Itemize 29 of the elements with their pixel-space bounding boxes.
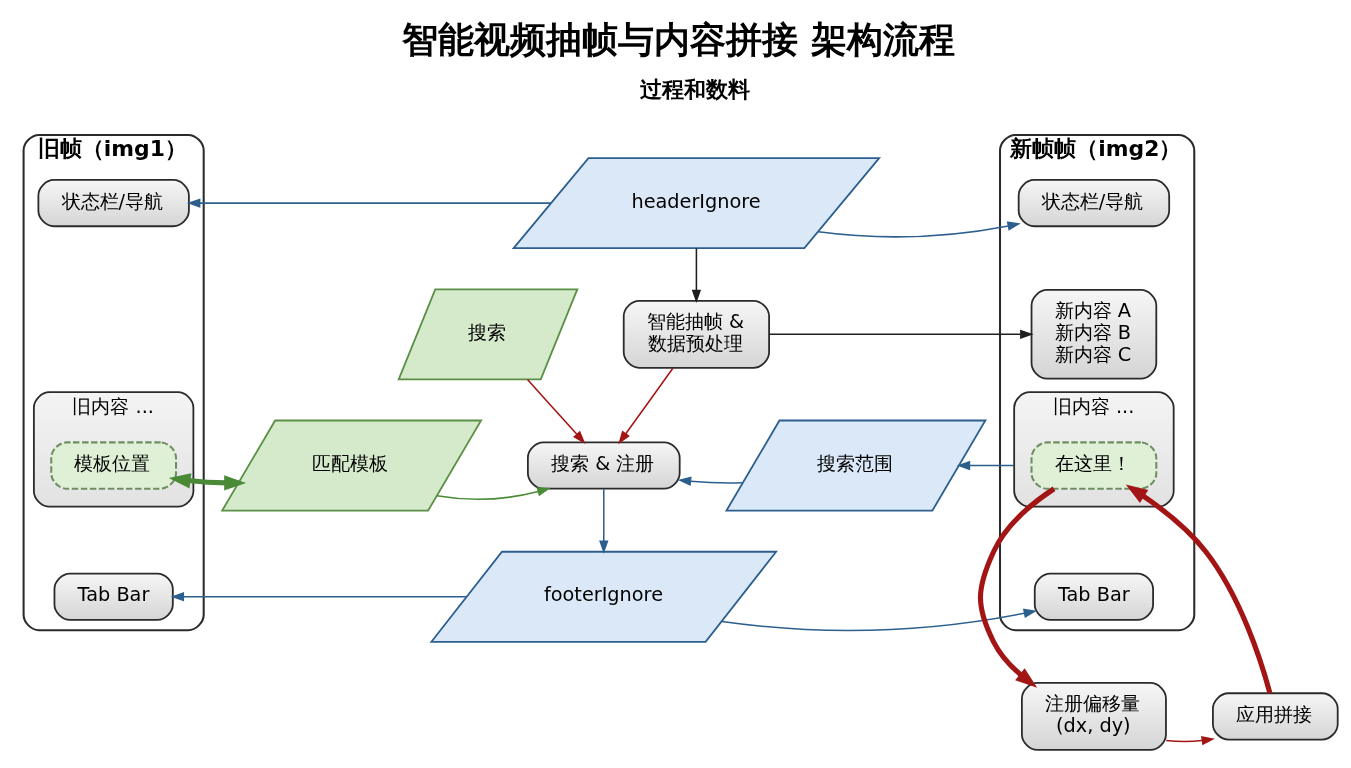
- arrow: [187, 197, 552, 208]
- arrow: [677, 476, 744, 486]
- arrow: [768, 329, 1034, 339]
- arrow: [977, 486, 1056, 688]
- node-box: 注册偏移量 (dx, dy): [1021, 681, 1167, 751]
- node-box: 模板位置: [50, 440, 178, 490]
- arrow: [599, 487, 609, 554]
- node-box: 在这里！: [1030, 440, 1158, 490]
- node-box: 新内容 A 新内容 B 新内容 C: [1030, 288, 1158, 380]
- arrow: [168, 472, 247, 491]
- node-box: Tab Bar: [1033, 572, 1154, 621]
- node-box: 状态栏/导航: [1017, 178, 1171, 227]
- node-box: 智能抽帧 & 数据预处理: [622, 299, 770, 369]
- arrow: [956, 460, 1015, 470]
- arrow: [170, 591, 468, 601]
- arrow: [526, 378, 586, 444]
- node-box: 状态栏/导航: [37, 178, 190, 227]
- node-box: 搜索 & 注册: [527, 441, 681, 490]
- arrow: [817, 220, 1021, 238]
- diagram-title: 智能视频抽帧与内容拼接 架构流程: [402, 18, 955, 60]
- arrow: [1165, 735, 1215, 745]
- label: 过程和数料: [640, 76, 751, 102]
- arrow: [436, 486, 551, 500]
- arrow: [1125, 483, 1273, 694]
- node-box: Tab Bar: [53, 572, 174, 621]
- arrow: [618, 366, 674, 444]
- arrow: [721, 608, 1037, 631]
- arrow: [691, 247, 702, 303]
- node-box: 应用拼接: [1212, 691, 1339, 740]
